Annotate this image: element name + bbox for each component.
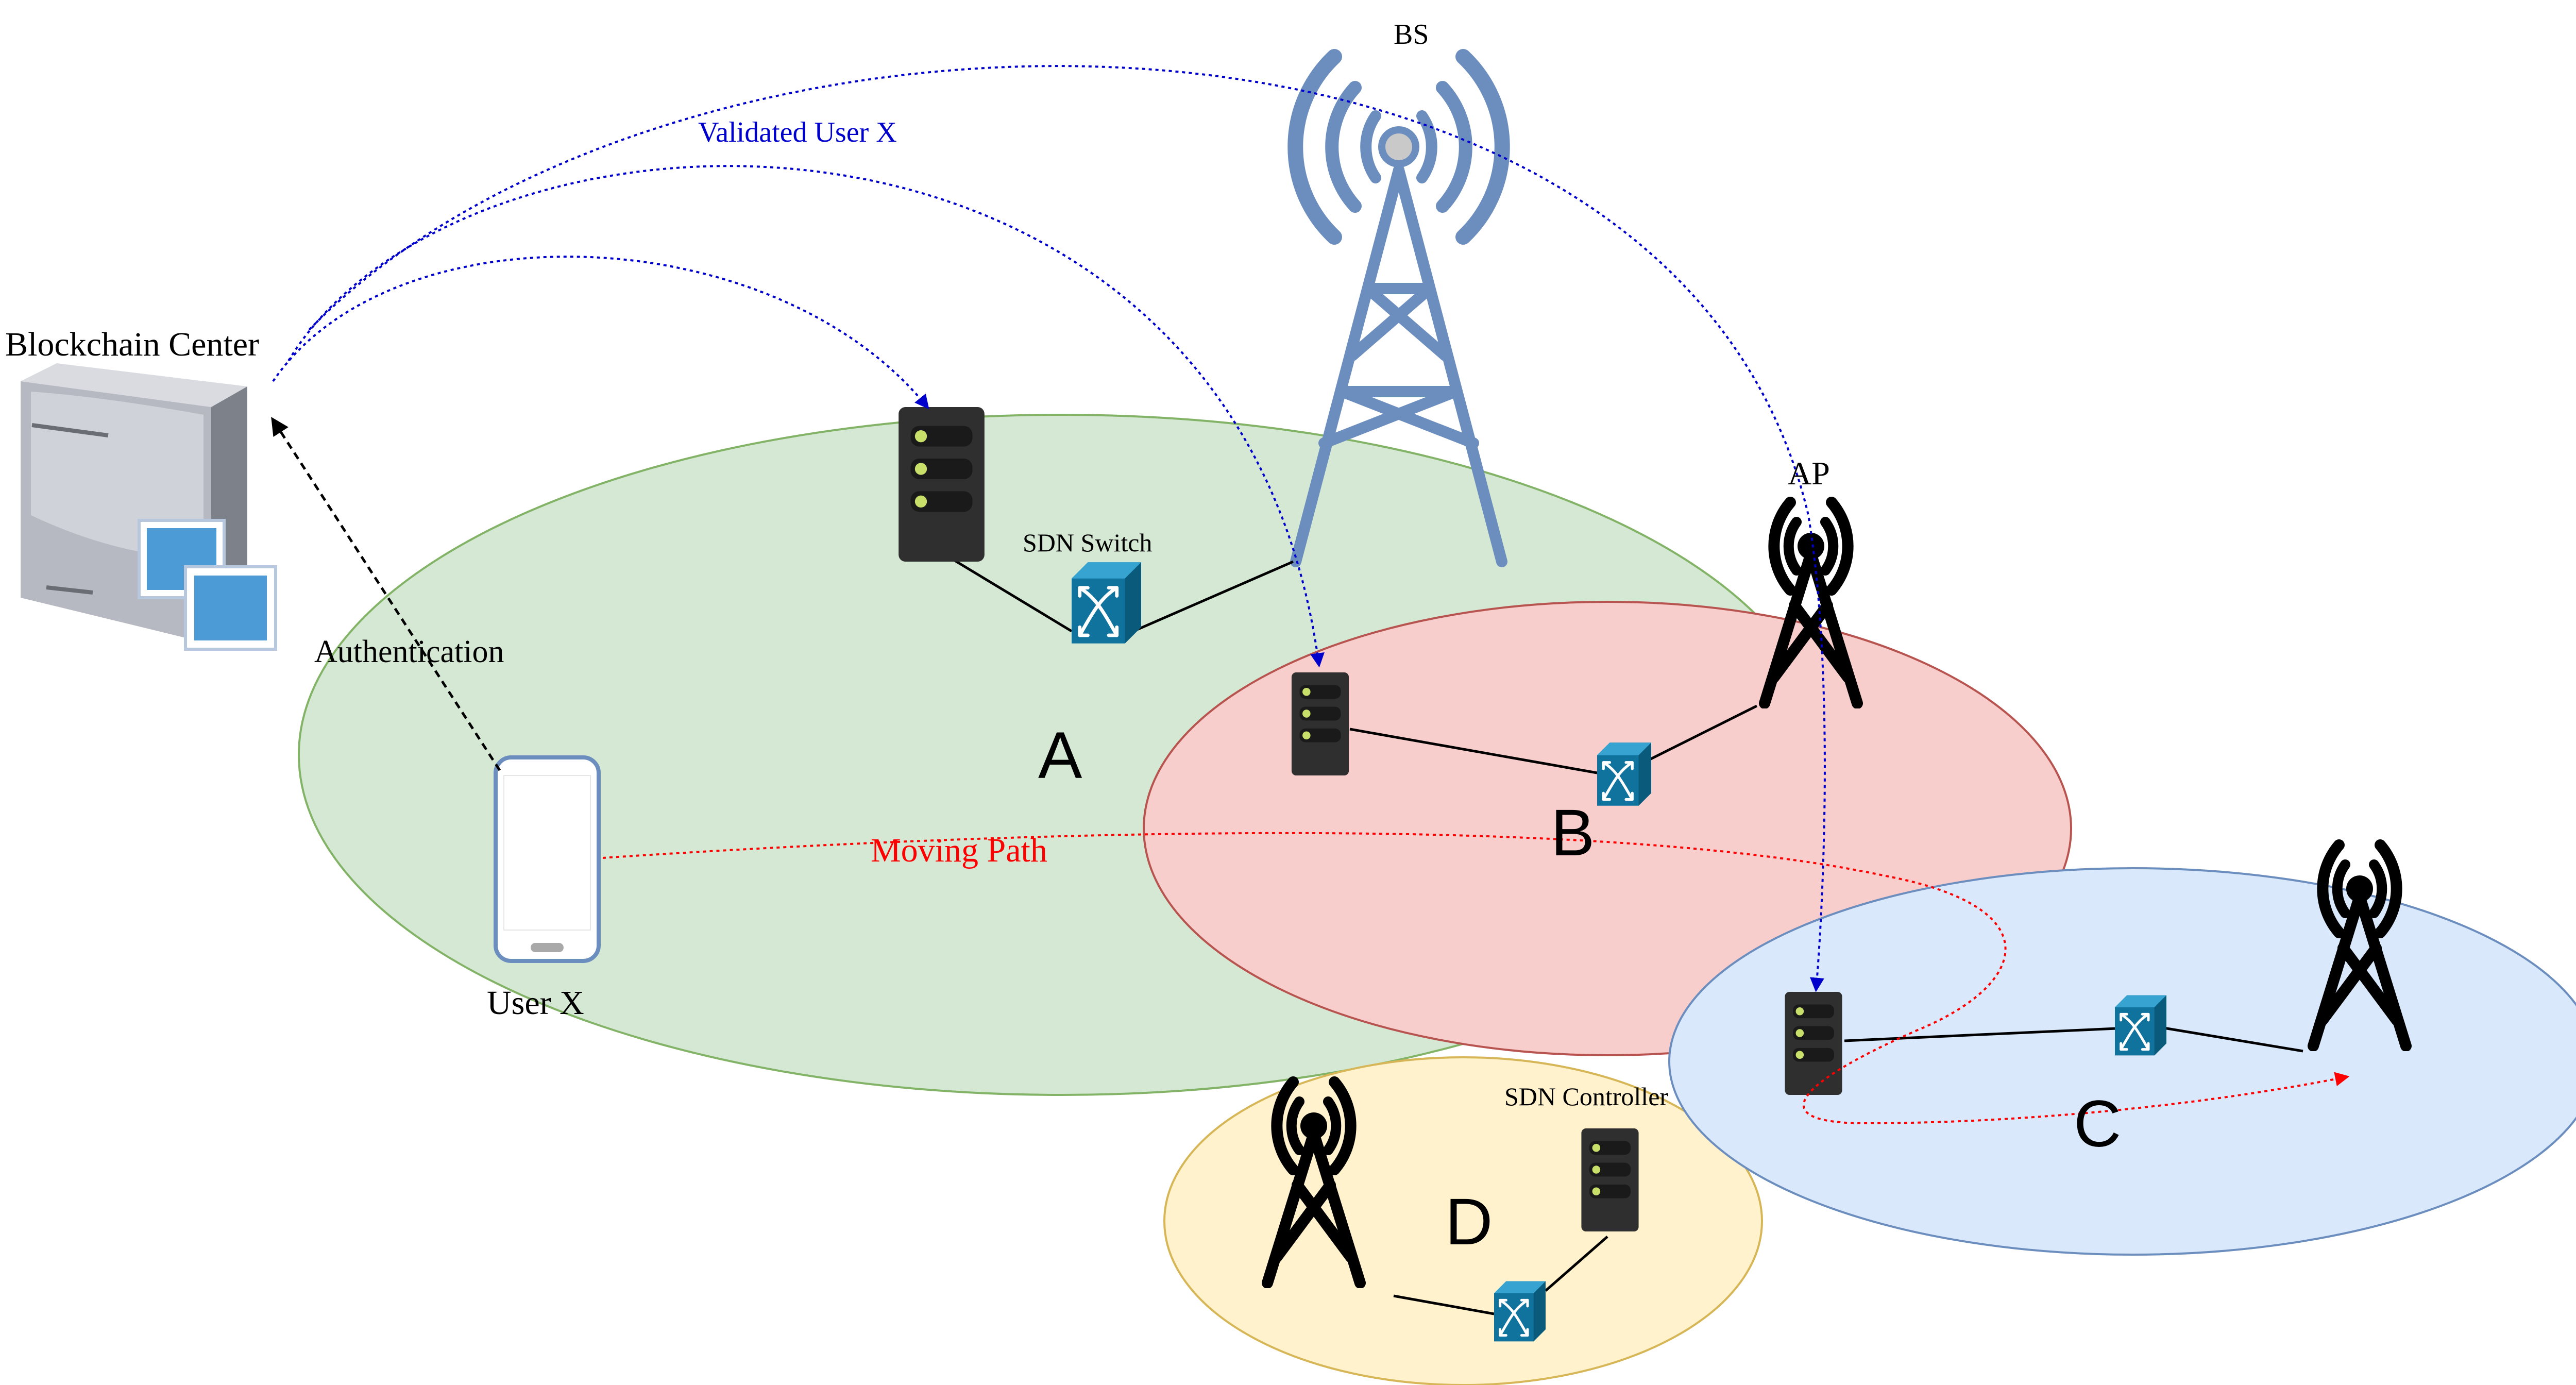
- link-switch-d-controller: [1545, 1236, 1608, 1292]
- sdn-controller-icon: [1581, 1128, 1639, 1231]
- validated-link-zone-b: [287, 165, 1325, 668]
- sdn-switch-zone-b-icon: [1597, 742, 1651, 806]
- user-x-label: User X: [487, 984, 584, 1022]
- validated-link-zone-a: [272, 256, 929, 410]
- server-zone-c-icon: [1785, 992, 1842, 1095]
- link-server-b-switch: [1349, 728, 1598, 774]
- link-switch-bs: [1133, 560, 1294, 633]
- link-server-c-switch: [1844, 1026, 2128, 1042]
- authentication-arrow: [271, 417, 501, 771]
- smartphone-icon: [494, 755, 601, 963]
- link-d-antenna-switch: [1393, 1294, 1495, 1315]
- moving-path-label: Moving Path: [871, 832, 1047, 869]
- server-zone-b-icon: [1291, 672, 1349, 775]
- sdn-switch-label: SDN Switch: [1023, 528, 1152, 557]
- bs-tower-icon: [1287, 49, 1510, 567]
- moving-path-arrow: [602, 832, 2350, 1125]
- link-switch-ap: [1648, 704, 1758, 762]
- blockchain-center-label: Blockchain Center: [5, 326, 259, 363]
- validated-user-label: Validated User X: [698, 116, 897, 148]
- link-server-a-switch: [947, 555, 1073, 633]
- sdn-switch-zone-a-icon: [1072, 562, 1141, 644]
- blockchain-center-icon: [21, 363, 277, 651]
- ap-label: AP: [1788, 455, 1830, 492]
- zone-a-label: A: [1038, 719, 1082, 792]
- authentication-label: Authentication: [314, 634, 504, 669]
- server-zone-a-icon: [899, 407, 985, 562]
- bs-label: BS: [1394, 19, 1429, 50]
- zone-d-label: D: [1445, 1185, 1493, 1259]
- zone-b-label: B: [1551, 796, 1595, 870]
- sdn-switch-zone-d-icon: [1494, 1281, 1546, 1342]
- network-links: [947, 555, 2303, 1315]
- zone-c-label: C: [2074, 1087, 2121, 1161]
- sdn-switch-zone-c-icon: [2115, 995, 2166, 1056]
- sdn-controller-label: SDN Controller: [1504, 1082, 1668, 1111]
- link-switch-c-antenna: [2163, 1026, 2303, 1053]
